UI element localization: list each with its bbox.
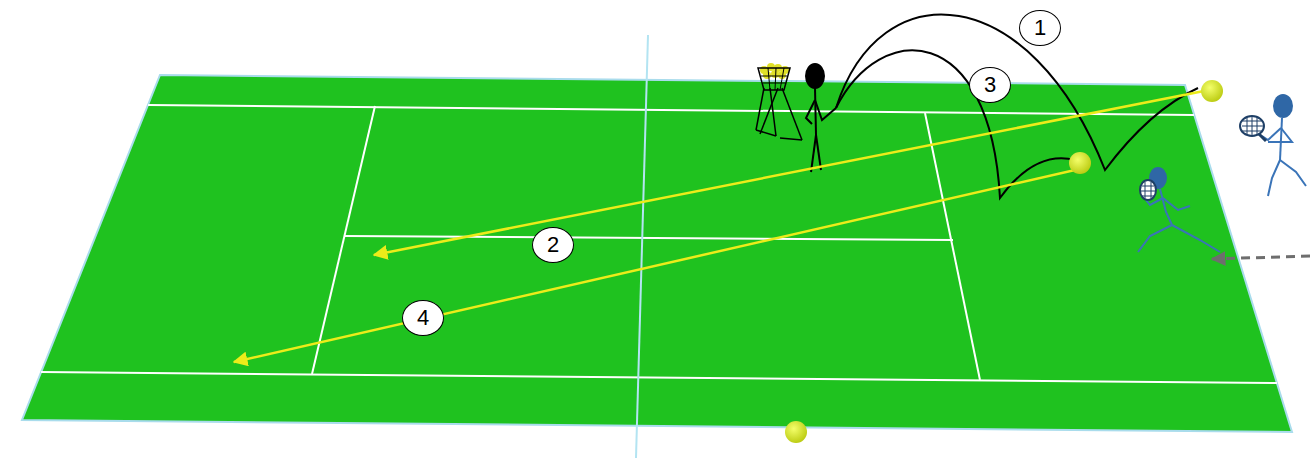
tennis-ball bbox=[1069, 152, 1091, 174]
shot-arrow bbox=[234, 170, 1075, 362]
callout-number: 1 bbox=[1019, 10, 1061, 46]
court-lines bbox=[41, 105, 1277, 383]
player-figure bbox=[1240, 94, 1306, 196]
coach-figure bbox=[806, 64, 836, 172]
callout-number: 4 bbox=[402, 300, 444, 336]
court-surface bbox=[22, 75, 1292, 432]
service-line bbox=[925, 113, 980, 380]
callout-number: 2 bbox=[532, 227, 574, 263]
feed-trajectory bbox=[836, 15, 1198, 170]
center-service-line bbox=[345, 236, 953, 240]
net bbox=[636, 35, 648, 458]
sideline bbox=[41, 372, 1277, 383]
tennis-ball bbox=[1201, 80, 1223, 102]
movement-arrow bbox=[1212, 256, 1310, 259]
ball-basket bbox=[756, 63, 802, 140]
service-line bbox=[312, 106, 375, 374]
tennis-ball bbox=[785, 421, 807, 443]
callout-number: 3 bbox=[969, 67, 1011, 103]
shot-arrow bbox=[374, 91, 1204, 255]
player-figure bbox=[1138, 167, 1220, 252]
sideline bbox=[148, 105, 1194, 115]
